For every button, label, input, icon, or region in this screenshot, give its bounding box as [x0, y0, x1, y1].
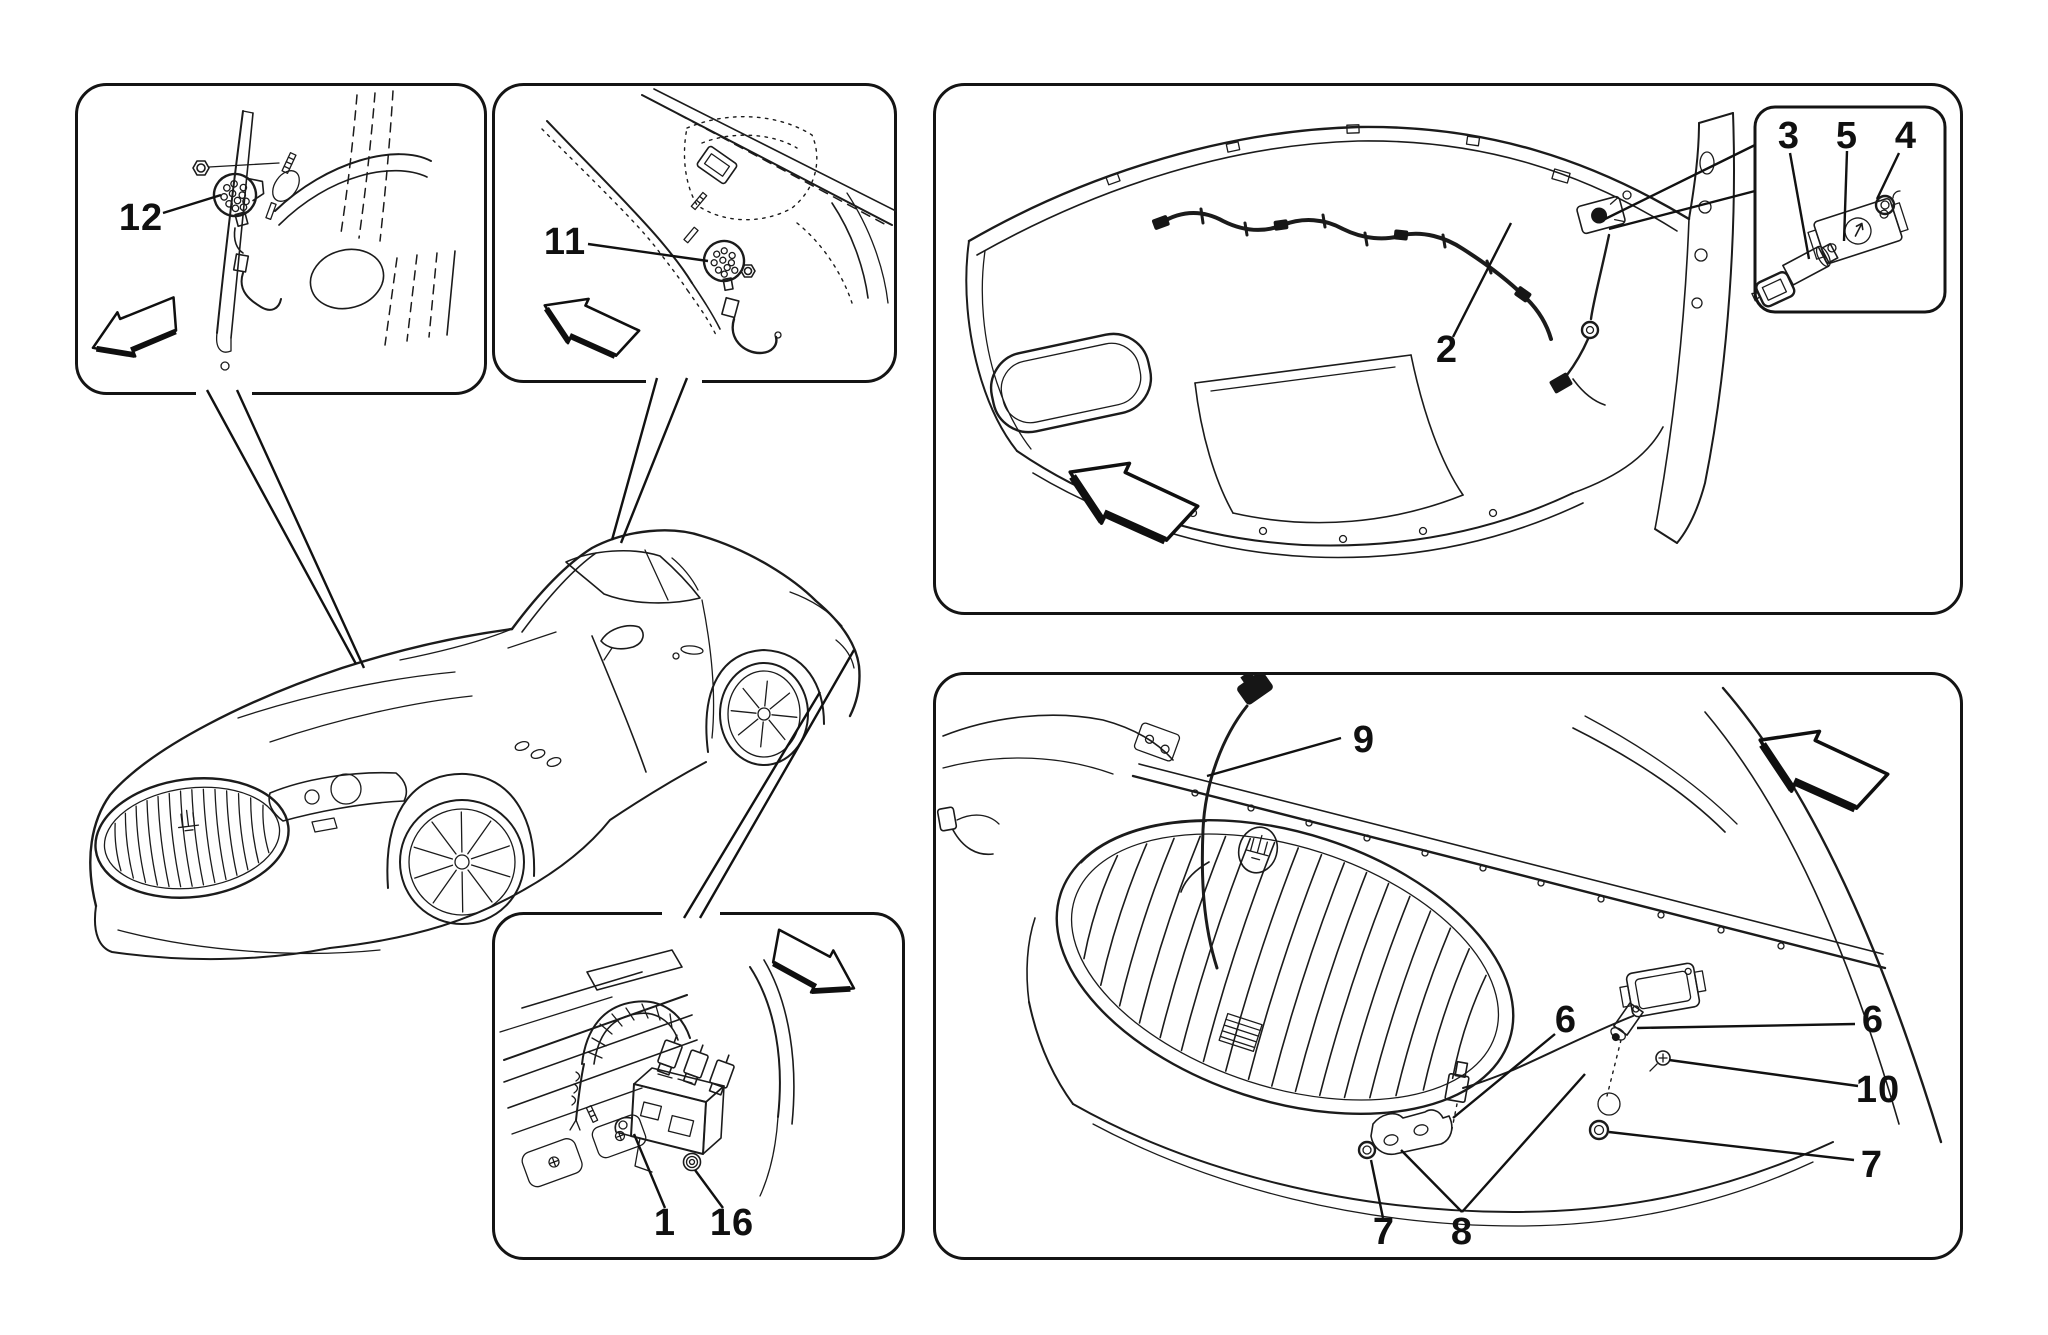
callout-3[interactable]: 3: [1777, 115, 1801, 157]
direction-arrow-icon: [1758, 729, 1890, 813]
panel-ecu: 1 16: [492, 912, 905, 1260]
direction-arrow-icon: [771, 928, 856, 994]
callout-10[interactable]: 10: [1855, 1069, 1901, 1111]
callout-6-right[interactable]: 6: [1861, 999, 1885, 1041]
door-buzzer-illustration: [75, 83, 487, 395]
sensor-detail-box: [1753, 105, 1947, 314]
callout-1[interactable]: 1: [653, 1202, 677, 1244]
direction-arrow-icon: [543, 297, 641, 359]
direction-arrow-icon: [91, 296, 178, 358]
callout-2[interactable]: 2: [1435, 329, 1459, 371]
callout-7-bottom[interactable]: 7: [1372, 1211, 1396, 1253]
callout-4[interactable]: 4: [1894, 115, 1918, 157]
rear-bumper-illustration: [933, 83, 1963, 615]
panel-leader-lines: [205, 377, 856, 919]
callout-9[interactable]: 9: [1352, 719, 1376, 761]
direction-arrow-icon: [1068, 461, 1200, 545]
panel-roof-buzzer: 11: [492, 83, 897, 383]
panel-rear-bumper: 2 3 5 4: [933, 83, 1963, 615]
callout-7-right[interactable]: 7: [1860, 1144, 1884, 1186]
callout-11[interactable]: 11: [543, 221, 587, 263]
ecu-illustration: [492, 912, 905, 1260]
panel-door-buzzer: 12: [75, 83, 487, 395]
callout-6-left[interactable]: 6: [1554, 999, 1578, 1041]
callout-16[interactable]: 16: [709, 1202, 755, 1244]
roof-buzzer-illustration: [492, 83, 897, 383]
callout-8[interactable]: 8: [1450, 1211, 1474, 1253]
callout-12[interactable]: 12: [118, 197, 164, 239]
front-bumper-illustration: [933, 672, 1963, 1260]
callout-5[interactable]: 5: [1835, 115, 1859, 157]
panel-front-bumper: 9 6 6 10 7 7 8: [933, 672, 1963, 1260]
